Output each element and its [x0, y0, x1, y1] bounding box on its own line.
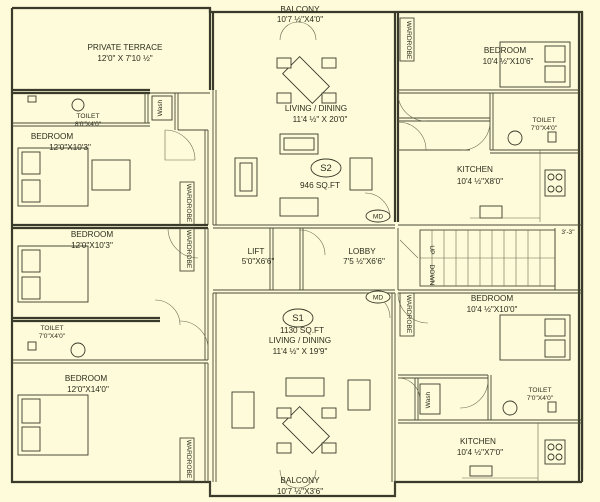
md-markers: MD MD: [365, 209, 391, 304]
armchair-bottom: [347, 379, 371, 411]
lift-size: 5'0"X6'6": [242, 257, 275, 266]
bedroom-mid-right-size: 10'4 ½"X10'0": [467, 305, 518, 314]
toilet-bowl-top-left: [71, 98, 85, 112]
toilet-bowl-mid-left: [70, 342, 86, 358]
furniture-top: [17, 41, 571, 222]
bedroom-top-right-name: BEDROOM: [484, 46, 526, 55]
living-dining-bottom-name: LIVING / DINING: [269, 336, 331, 345]
wash-basin-top: [151, 95, 173, 121]
living-dining-bottom-size: 11'4 ½" X 19'9": [273, 347, 328, 356]
toilet-bowl-top-right: [507, 130, 523, 146]
balcony-bottom-name: BALCONY: [280, 476, 320, 485]
interior-walls: [12, 89, 582, 496]
stair-down-label: DOWN: [428, 265, 435, 286]
toilet-mid-left-size: 7'0"X4'0": [39, 333, 66, 340]
bed-top-left: [17, 147, 131, 207]
toilet-mid-left-name: TOILET: [41, 325, 64, 332]
dining-table-top: [276, 56, 337, 104]
sink-bottom-unit: [469, 465, 493, 477]
bedroom-mid-left-size: 12'0"X10'3": [71, 241, 113, 250]
toilet-top-right-size: 7'0"X4'0": [531, 125, 558, 132]
md-label-top: MD: [373, 214, 383, 221]
kitchen-bottom-size: 10'4 ½"X7'0": [457, 448, 503, 457]
armchair-top: [349, 157, 373, 191]
bed-mid-right: [499, 314, 571, 361]
bed-top-right: [499, 41, 571, 88]
stove-bottom-unit: [544, 439, 566, 465]
bedroom-bottom-left-name: BEDROOM: [65, 374, 107, 383]
bedroom-top-left-size: 12'0"X10'3": [49, 143, 91, 152]
toilet-top-left-size: 8'0"X4'0": [75, 121, 102, 128]
wardrobe-label-5: WARDROBE: [185, 440, 192, 479]
stair-up-label: UP: [428, 245, 435, 255]
bedroom-mid-left-name: BEDROOM: [71, 230, 113, 239]
private-terrace-name: PRIVATE TERRACE: [87, 43, 163, 52]
wardrobe-label-1: WARDROBE: [185, 184, 192, 223]
wardrobe-label-4: WARDROBE: [405, 295, 412, 334]
lobby-size: 7'5 ½"X6'6": [343, 257, 385, 266]
living-dining-top-name: LIVING / DINING: [285, 104, 347, 113]
unit-s2-badge: [310, 158, 342, 178]
unit-s2-label: S2: [320, 163, 332, 174]
md-marker-bottom: [365, 290, 391, 304]
wash-basin-bottom: [419, 383, 441, 415]
sofa-left-bottom: [231, 391, 255, 429]
bedroom-bottom-left-size: 12'0"X14'0": [67, 385, 109, 394]
stair-width-label: 3'-3": [561, 229, 575, 236]
toilet-bottom-right-size: 7'0"X4'0": [527, 395, 554, 402]
dining-table-bottom: [276, 406, 337, 454]
lift-name: LIFT: [248, 247, 265, 256]
unit-s2-area: 946 SQ.FT: [300, 181, 340, 190]
room-labels: BALCONY 10'7 ½"X4'0" PRIVATE TERRACE 12'…: [31, 5, 558, 496]
shower-icon: [27, 95, 37, 103]
sofa-bottom-top: [279, 197, 319, 217]
unit-badges: S2 946 SQ.FT S1 1130 SQ.FT: [280, 158, 342, 335]
kitchen-bottom-name: KITCHEN: [460, 437, 496, 446]
wash-label-bottom: Wash: [425, 391, 432, 408]
toilet-bowl-bottom-right: [502, 400, 518, 416]
wardrobe-label-2: WARDROBE: [185, 230, 192, 269]
wash-label-top: Wash: [157, 99, 164, 116]
toilet-top-left-name: TOILET: [77, 113, 100, 120]
md-marker-top: [365, 209, 391, 223]
unit-s1-label: S1: [292, 313, 304, 324]
door-swings: [154, 21, 491, 489]
private-terrace-size: 12'0" X 7'10 ½": [97, 54, 152, 63]
balcony-top-size: 10'7 ½"X4'0": [277, 15, 323, 24]
md-label-bottom: MD: [373, 295, 383, 302]
staircase: UP DOWN 3'-3": [399, 229, 575, 287]
sink-top-unit: [479, 205, 503, 219]
bedroom-top-left-name: BEDROOM: [31, 132, 73, 141]
kitchen-top-name: KITCHEN: [457, 165, 493, 174]
sofa-top-bottom: [285, 377, 325, 397]
wardrobes: WARDROBE WARDROBE WARDROBE WARDROBE WARD…: [179, 17, 415, 482]
furniture-bottom: [17, 245, 571, 482]
unit-s1-area: 1130 SQ.FT: [280, 326, 324, 335]
toilet-bottom-right-name: TOILET: [529, 387, 552, 394]
balcony-bottom-size: 10'7 ½"X3'6": [277, 487, 323, 496]
balcony-top-name: BALCONY: [280, 5, 320, 14]
bed-bottom-left: [17, 394, 89, 456]
toilet-top-right-name: TOILET: [533, 117, 556, 124]
kitchen-top-size: 10'4 ½"X8'0": [457, 177, 503, 186]
lobby-name: LOBBY: [348, 247, 376, 256]
unit-s1-badge: [282, 308, 314, 328]
stove-top-unit: [544, 169, 566, 197]
wardrobe-label-3: WARDROBE: [405, 21, 412, 60]
bed-mid-left: [17, 245, 89, 303]
bedroom-top-right-size: 10'4 ½"X10'6": [483, 57, 534, 66]
living-dining-top-size: 11'4 ½" X 20'0": [293, 115, 348, 124]
bedroom-mid-right-name: BEDROOM: [471, 294, 513, 303]
